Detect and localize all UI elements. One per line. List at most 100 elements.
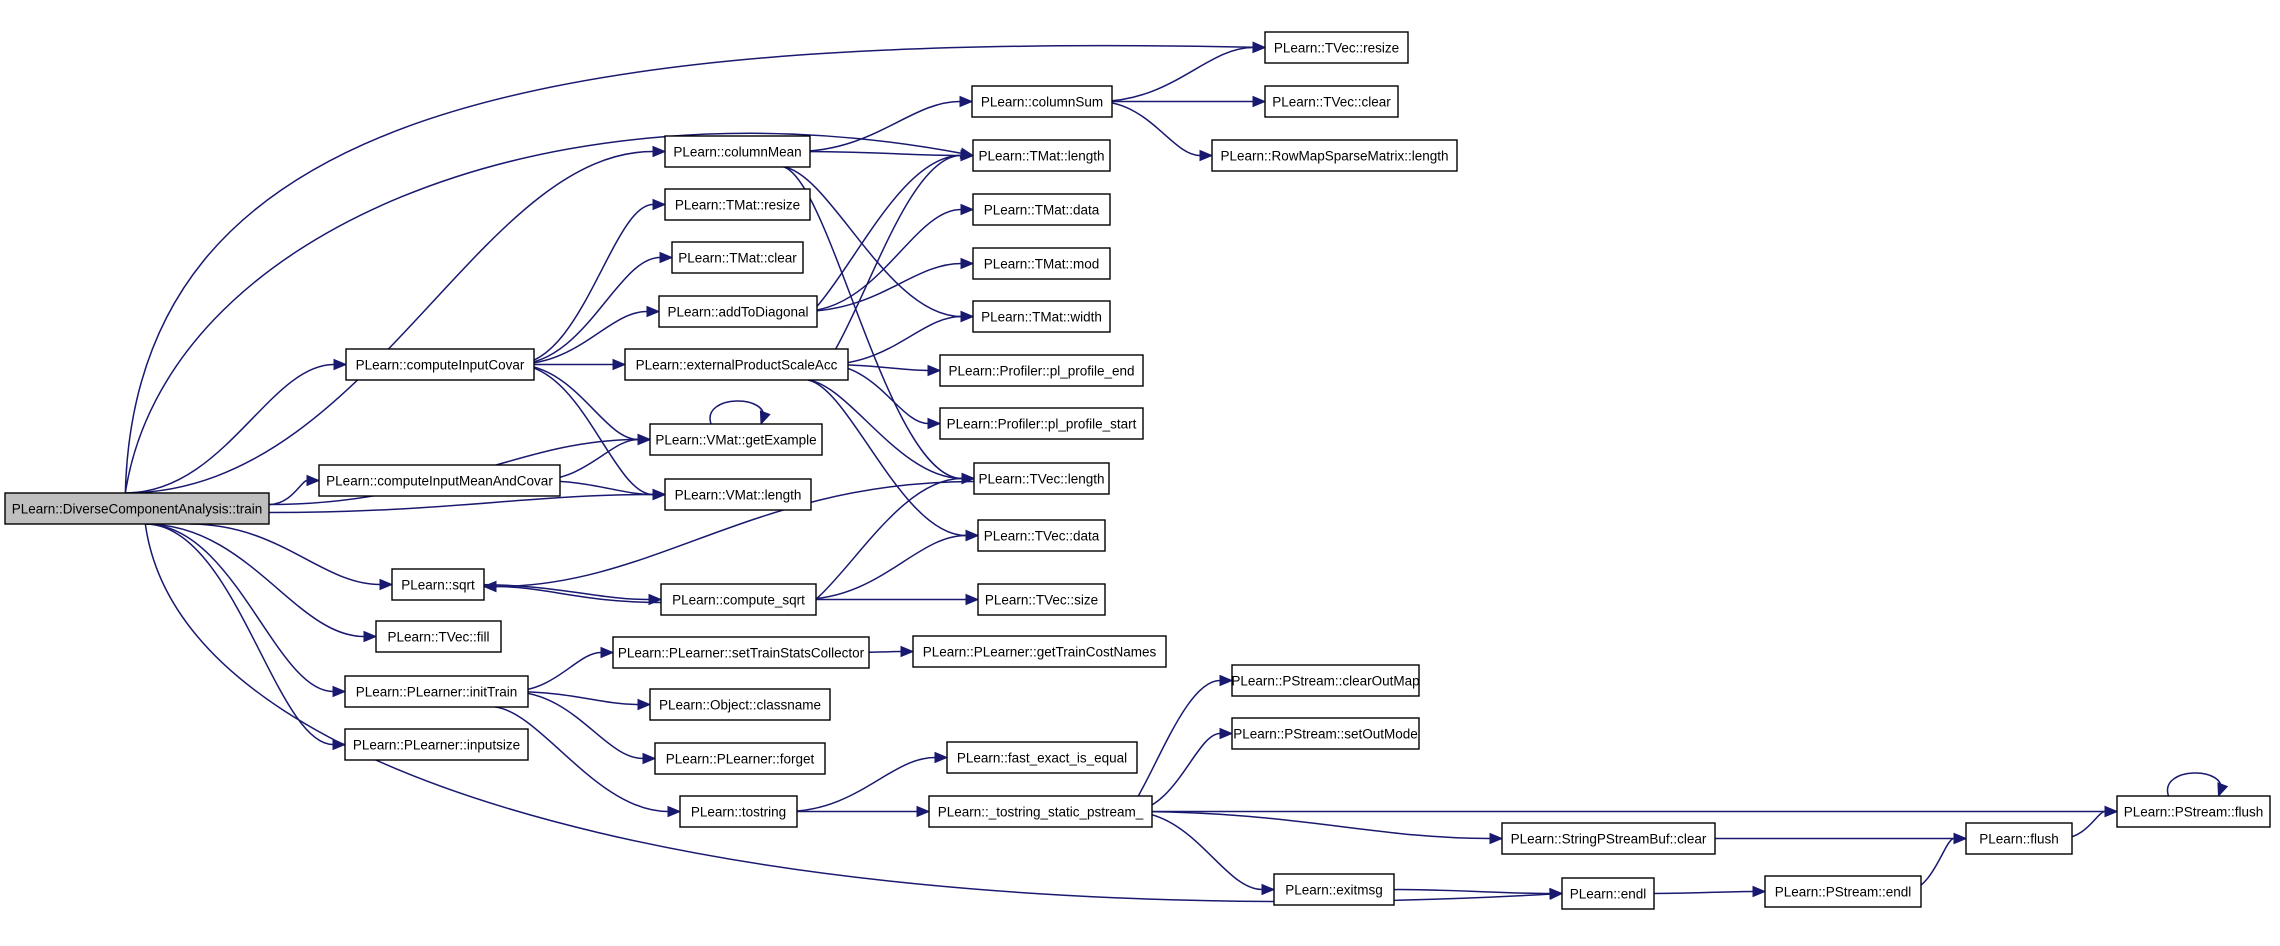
node-tmat-width[interactable]: PLearn::TMat::width	[972, 300, 1111, 333]
node-rowmap-length[interactable]: PLearn::RowMapSparseMatrix::length	[1211, 139, 1458, 172]
node-box	[972, 247, 1111, 280]
node-setoutmode[interactable]: PLearn::PStream::setOutMode	[1231, 717, 1420, 750]
node-compute-sqrt[interactable]: PLearn::compute_sqrt	[660, 583, 817, 616]
node-vmat-length[interactable]: PLearn::VMat::length	[664, 478, 812, 511]
node-endl[interactable]: PLearn::endl	[1561, 877, 1655, 910]
node-vmat-getexample[interactable]: PLearn::VMat::getExample	[649, 423, 823, 456]
node-pstream-endl[interactable]: PLearn::PStream::endl	[1764, 875, 1922, 908]
node-inittrain[interactable]: PLearn::PLearner::initTrain	[344, 675, 529, 708]
node-clearoutmap[interactable]: PLearn::PStream::clearOutMap	[1231, 664, 1420, 697]
edge-extprod-to-tvec_data	[807, 379, 980, 542]
edge-arrowhead	[959, 95, 974, 108]
edge-computeinputcovar-to-tmat_resize	[515, 198, 667, 366]
node-classname[interactable]: PLearn::Object::classname	[649, 688, 831, 721]
node-box	[391, 568, 485, 601]
edge-dca_train-to-inputsize	[145, 523, 347, 751]
edge-arrowhead	[965, 529, 980, 542]
edge-dca_train-to-columnmean	[125, 145, 667, 494]
edge-line	[145, 523, 334, 746]
node-ssbuf-clear[interactable]: PLearn::StringPStreamBuf::clear	[1501, 822, 1716, 855]
node-tostring-static[interactable]: PLearn::_tostring_static_pstream_	[928, 795, 1153, 828]
node-prof-start[interactable]: PLearn::Profiler::pl_profile_start	[939, 407, 1144, 440]
node-tvec-size[interactable]: PLearn::TVec::size	[977, 583, 1106, 616]
node-box	[2116, 795, 2271, 828]
node-box	[679, 795, 798, 828]
node-tmat-resize[interactable]: PLearn::TMat::resize	[664, 188, 811, 221]
node-box	[1231, 664, 1420, 697]
edge-dca_train-to-inittrain	[145, 523, 347, 698]
edge-line	[783, 166, 963, 480]
edge-arrowhead	[642, 752, 657, 765]
edge-arrowhead	[652, 198, 667, 211]
edge-arrowhead	[1199, 149, 1214, 162]
edge-inittrain-to-classname	[509, 690, 652, 711]
node-tostring[interactable]: PLearn::tostring	[679, 795, 798, 828]
node-box	[1211, 139, 1458, 172]
node-settrainstats[interactable]: PLearn::PLearner::setTrainStatsCollector	[612, 636, 870, 669]
node-label: PLearn::PLearner::setTrainStatsCollector	[618, 646, 865, 661]
node-inputsize[interactable]: PLearn::PLearner::inputsize	[344, 728, 529, 761]
node-computeinputmeanandcovar[interactable]: PLearn::computeInputMeanAndCovar	[318, 464, 561, 497]
edge-arrowhead	[333, 358, 348, 371]
node-label: PLearn::exitmsg	[1285, 883, 1383, 898]
node-pstream-flush[interactable]: PLearn::PStream::flush	[2116, 795, 2271, 828]
node-label: PLearn::externalProductScaleAcc	[636, 358, 838, 373]
edge-arrowhead	[1219, 727, 1234, 740]
node-tmat-clear[interactable]: PLearn::TMat::clear	[671, 241, 804, 274]
node-columnmean[interactable]: PLearn::columnMean	[664, 135, 811, 168]
edge-line	[795, 100, 961, 153]
edge-columnsum-to-rowmap_length	[1097, 100, 1214, 162]
node-box	[318, 464, 561, 497]
node-columnsum[interactable]: PLearn::columnSum	[971, 85, 1113, 118]
node-label: PLearn::VMat::length	[675, 488, 802, 503]
node-box	[664, 135, 811, 168]
node-flush[interactable]: PLearn::flush	[1965, 822, 2073, 855]
edge-ssbuf_clear-to-flush	[1693, 832, 1968, 845]
edge-line	[709, 400, 765, 425]
edge-line	[515, 256, 661, 366]
edge-line	[1381, 888, 1551, 895]
edge-arrowhead	[363, 630, 378, 643]
node-forget[interactable]: PLearn::PLearner::forget	[654, 742, 826, 775]
edge-line	[807, 379, 967, 537]
edge-line	[1644, 890, 1754, 895]
node-tvec-length[interactable]: PLearn::TVec::length	[973, 462, 1110, 495]
node-dca-train[interactable]: PLearn::DiverseComponentAnalysis::train	[4, 492, 270, 525]
edge-line	[795, 150, 962, 157]
node-label: PLearn::columnSum	[981, 95, 1103, 110]
node-extprod[interactable]: PLearn::externalProductScaleAcc	[624, 348, 849, 381]
node-box	[1264, 85, 1399, 118]
node-tvec-resize[interactable]: PLearn::TVec::resize	[1264, 31, 1409, 64]
node-tmat-length[interactable]: PLearn::TMat::length	[972, 139, 1111, 172]
edge-line	[783, 166, 962, 318]
node-label: PLearn::PStream::setOutMode	[1233, 727, 1418, 742]
node-label: PLearn::PLearner::getTrainCostNames	[923, 645, 1157, 660]
edge-arrowhead	[1252, 41, 1267, 54]
node-label: PLearn::TVec::length	[978, 472, 1104, 487]
node-addtodiagonal[interactable]: PLearn::addToDiagonal	[658, 295, 818, 328]
node-gettraincost[interactable]: PLearn::PLearner::getTrainCostNames	[912, 635, 1167, 668]
node-label: PLearn::PStream::flush	[2124, 805, 2264, 820]
node-prof-end[interactable]: PLearn::Profiler::pl_profile_end	[939, 354, 1144, 387]
node-tmat-data[interactable]: PLearn::TMat::data	[972, 193, 1111, 226]
edge-arrowhead	[927, 417, 942, 430]
node-label: PLearn::flush	[1979, 832, 2059, 847]
node-sqrt[interactable]: PLearn::sqrt	[391, 568, 485, 601]
node-fast-exact[interactable]: PLearn::fast_exact_is_equal	[946, 741, 1138, 774]
edge-arrowhead	[667, 805, 682, 818]
node-tvec-data[interactable]: PLearn::TVec::data	[977, 519, 1106, 552]
edge-line	[474, 583, 650, 601]
node-computeinputcovar[interactable]: PLearn::computeInputCovar	[345, 348, 535, 381]
node-exitmsg[interactable]: PLearn::exitmsg	[1273, 873, 1395, 906]
edge-columnsum-to-tvec_resize	[1097, 41, 1267, 103]
node-box	[345, 348, 535, 381]
node-label: PLearn::PStream::clearOutMap	[1231, 674, 1419, 689]
edge-arrowhead	[2104, 805, 2119, 818]
node-tmat-mod[interactable]: PLearn::TMat::mod	[972, 247, 1111, 280]
edge-inittrain-to-tostring	[494, 706, 682, 818]
node-label: PLearn::Profiler::pl_profile_end	[948, 364, 1134, 379]
node-tvec-clear[interactable]: PLearn::TVec::clear	[1264, 85, 1399, 118]
node-tvec-fill[interactable]: PLearn::TVec::fill	[375, 620, 502, 653]
edge-arrowhead	[927, 364, 942, 377]
edge-arrowhead	[1489, 832, 1504, 845]
